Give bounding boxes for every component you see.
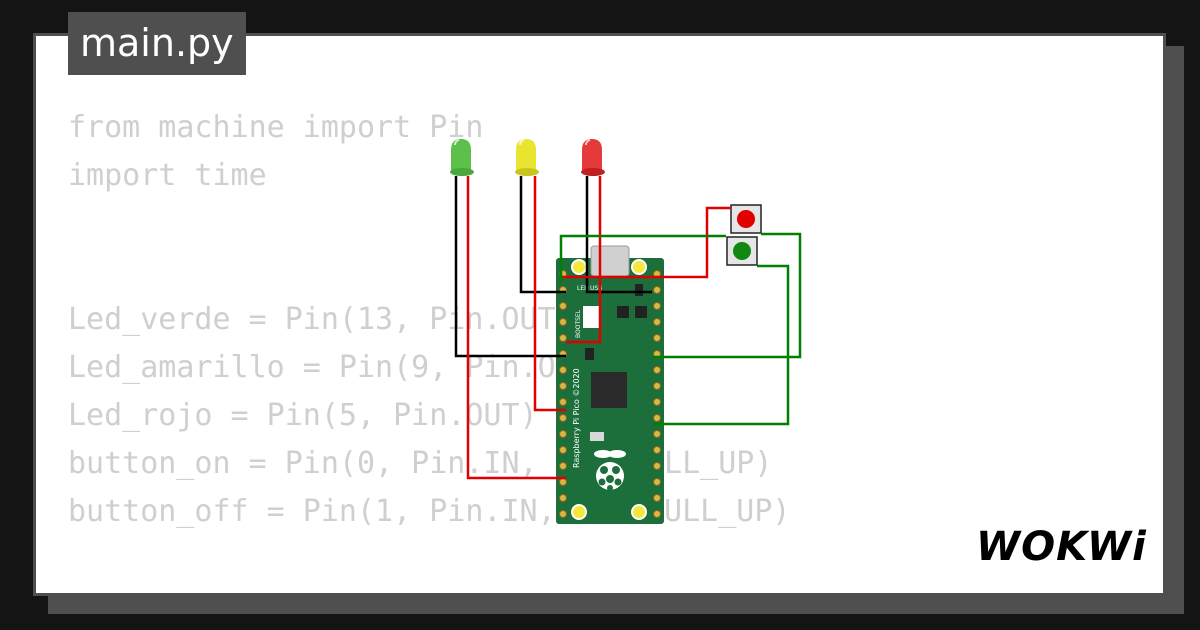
pushbutton-red[interactable] [730, 204, 762, 234]
file-tab[interactable]: main.py [68, 12, 246, 75]
wokwi-logo: WOKWi [976, 524, 1147, 570]
board-label: Raspberry Pi Pico ©2020 [572, 368, 581, 468]
ground-wires [454, 176, 652, 358]
chip-icon [590, 432, 604, 441]
mount-hole-icon [631, 259, 647, 275]
signal-wires [466, 176, 731, 480]
rp2040-chip-icon [591, 372, 627, 408]
chip-icon [617, 306, 629, 318]
bootsel-button[interactable] [583, 306, 599, 328]
code-line: encendido = False [68, 584, 790, 593]
code-line: Led_rojo = Pin(5, Pin.OUT) [68, 398, 538, 433]
chip-icon [585, 348, 594, 360]
pico-board[interactable]: LED USB BOOTSEL Raspberry Pi Pico ©2020 [556, 245, 664, 524]
usb-connector-icon [590, 245, 630, 277]
mount-hole-icon [631, 504, 647, 520]
board-usb-label: USB [590, 285, 602, 292]
led-green[interactable] [450, 139, 474, 176]
button-wires [559, 232, 802, 426]
raspberry-logo-icon [594, 450, 626, 490]
led-red[interactable] [581, 139, 605, 176]
chip-icon [635, 306, 647, 318]
code-line: button_off = Pin(1, Pin.IN, Pin.PULL_UP) [68, 494, 791, 529]
code-line: from machine import Pin [68, 110, 484, 145]
bootsel-label: BOOTSEL [575, 309, 582, 338]
mount-hole-icon [571, 504, 587, 520]
pushbutton-green[interactable] [726, 236, 758, 266]
led-yellow[interactable] [515, 139, 539, 176]
right-header-pins [653, 270, 661, 518]
mount-hole-icon [571, 259, 587, 275]
code-line: import time [68, 158, 267, 193]
code-line: Led_verde = Pin(13, Pin.OUT) [68, 302, 574, 337]
chip-icon [635, 284, 643, 296]
board-led-label: LED [577, 285, 589, 292]
raspberry-logo-dots [598, 466, 622, 491]
